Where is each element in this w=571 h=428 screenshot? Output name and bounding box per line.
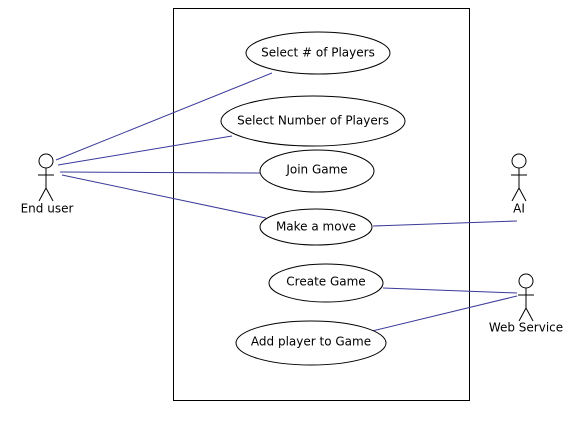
actor-left-leg (38, 187, 47, 202)
use-case-make-a-move[interactable]: Make a move (259, 208, 373, 246)
actor-head (511, 153, 527, 169)
assoc-ai-make-a-move (372, 220, 518, 227)
actor-right-leg (518, 187, 527, 202)
use-case-create-game[interactable]: Create Game (268, 263, 384, 303)
actor-head (38, 153, 54, 169)
actor-ai[interactable]: AI (511, 153, 527, 216)
assoc-end-user-join-game (59, 171, 261, 174)
use-case-ellipse (235, 320, 387, 366)
use-case-ellipse (245, 31, 391, 75)
use-case-ellipse (220, 95, 406, 147)
use-case-select-num-players-short[interactable]: Select # of Players (245, 31, 391, 75)
actor-label: Web Service (489, 321, 563, 335)
assoc-web-service-create-game (382, 287, 518, 294)
use-case-add-player-to-game[interactable]: Add player to Game (235, 320, 387, 366)
actor-right-leg (525, 307, 534, 322)
use-case-label: Add player to Game (251, 335, 371, 349)
use-case-select-number-of-players[interactable]: Select Number of Players (220, 95, 406, 147)
assoc-end-user-select-num-players-short (55, 72, 273, 161)
use-case-join-game[interactable]: Join Game (259, 149, 375, 193)
associations (55, 72, 518, 332)
actor-head (518, 273, 534, 289)
use-case-label: Create Game (286, 275, 365, 289)
actor-web-service[interactable]: Web Service (489, 273, 563, 335)
use-case-ellipse (259, 149, 375, 193)
assoc-end-user-make-a-move (61, 174, 267, 219)
actor-left-leg (511, 187, 520, 202)
use-case-ellipse (268, 263, 384, 303)
assoc-end-user-select-number-of-players (57, 135, 233, 166)
actor-end-user[interactable]: End user (21, 153, 74, 216)
use-case-ellipse (259, 208, 373, 246)
actor-right-leg (45, 187, 54, 202)
use-case-label: Join Game (285, 163, 347, 177)
use-case-label: Select # of Players (261, 46, 375, 60)
actor-label: AI (513, 202, 525, 216)
actor-left-leg (518, 307, 527, 322)
assoc-web-service-add-player-to-game (371, 295, 518, 332)
actor-label: End user (21, 202, 74, 216)
use-case-label: Select Number of Players (237, 114, 389, 128)
use-case-label: Make a move (276, 220, 356, 234)
